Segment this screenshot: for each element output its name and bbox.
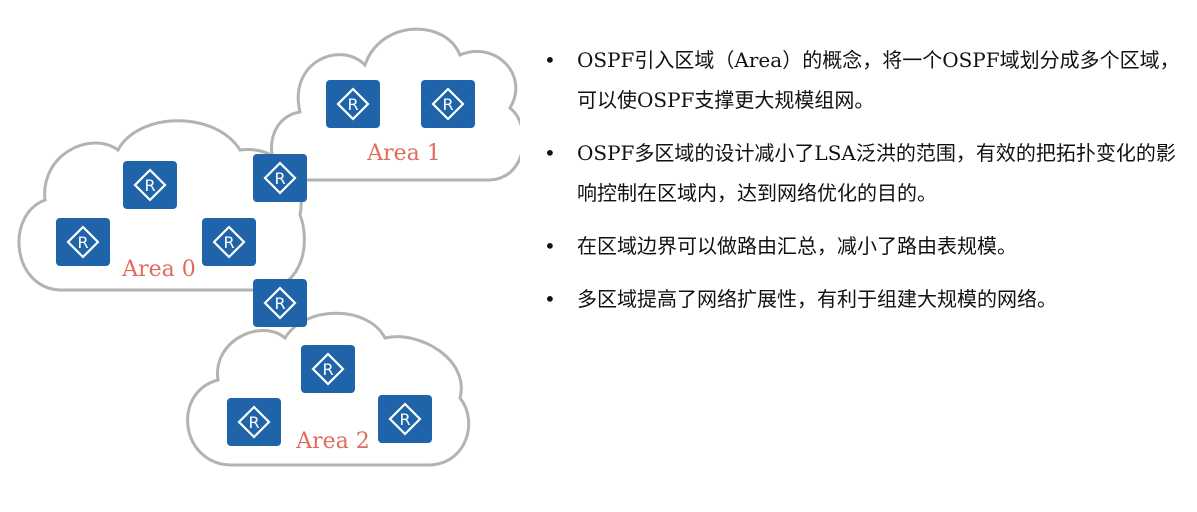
router-icon bbox=[54, 216, 112, 268]
router-icon bbox=[376, 393, 434, 445]
router-icon bbox=[299, 343, 357, 395]
area-1-label: Area 1 bbox=[366, 141, 441, 166]
bullet-item: 多区域提高了网络扩展性，有利于组建大规模的网络。 bbox=[540, 279, 1190, 319]
area-0-label: Area 0 bbox=[121, 257, 196, 282]
router-icon bbox=[200, 216, 258, 268]
bullet-item: OSPF引入区域（Area）的概念，将一个OSPF域划分成多个区域，可以使OSP… bbox=[540, 40, 1190, 120]
area-1-cloud bbox=[270, 27, 520, 182]
router-icon bbox=[251, 277, 309, 329]
router-icon bbox=[225, 396, 283, 448]
ospf-area-diagram: R Area 1 Area 0 Area 2 bbox=[17, 27, 520, 467]
router-icon bbox=[419, 78, 477, 130]
bullet-list: OSPF引入区域（Area）的概念，将一个OSPF域划分成多个区域，可以使OSP… bbox=[540, 40, 1190, 332]
bullet-item: OSPF多区域的设计减小了LSA泛洪的范围，有效的把拓扑变化的影响控制在区域内，… bbox=[540, 133, 1190, 213]
bullet-item: 在区域边界可以做路由汇总，减小了路由表规模。 bbox=[540, 226, 1190, 266]
router-icon bbox=[121, 159, 179, 211]
area-2-label: Area 2 bbox=[295, 429, 370, 454]
router-icon bbox=[251, 152, 309, 204]
router-icon bbox=[324, 78, 382, 130]
